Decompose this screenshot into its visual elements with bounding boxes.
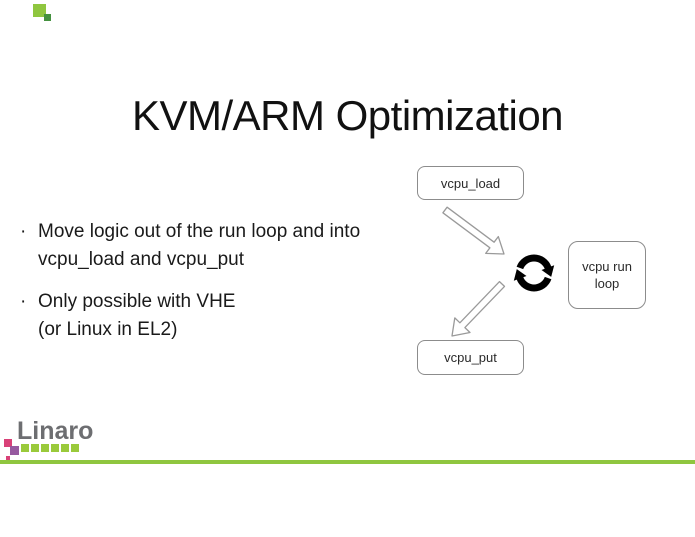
logo-green-square xyxy=(71,444,79,452)
corner-accent-square-small xyxy=(44,14,51,21)
diagram-node-vcpu-run-loop: vcpu run loop xyxy=(568,241,646,309)
logo-green-square xyxy=(41,444,49,452)
logo-green-square xyxy=(51,444,59,452)
footer-accent-rule xyxy=(0,460,695,464)
logo-green-square xyxy=(31,444,39,452)
logo-magenta-dot xyxy=(6,456,10,460)
bullet-1-line-1: Move logic out of the run loop and into xyxy=(38,221,361,242)
node-label: vcpu_load xyxy=(440,175,501,191)
bullet-text-1: Move logic out of the run loop and into … xyxy=(38,218,360,274)
corner-accent-square xyxy=(33,4,46,17)
bullet-item-1: · Move logic out of the run loop and int… xyxy=(20,218,400,274)
arrow-load-to-loop xyxy=(442,206,505,255)
bullet-1-line-2: vcpu_load and vcpu_put xyxy=(38,249,244,270)
bullet-dot: · xyxy=(20,291,27,312)
cycle-arrows-icon xyxy=(513,254,555,292)
slide-title: KVM/ARM Optimization xyxy=(131,92,564,139)
bullet-item-2: · Only possible with VHE (or Linux in EL… xyxy=(20,288,400,344)
bullet-2-line-1: Only possible with VHE xyxy=(38,291,236,312)
diagram-node-vcpu-load: vcpu_load xyxy=(417,166,524,200)
bullet-text-2: Only possible with VHE (or Linux in EL2) xyxy=(38,288,235,344)
logo-magenta-square xyxy=(4,439,12,447)
bullet-dot: · xyxy=(20,221,27,242)
bullet-2-line-2: (or Linux in EL2) xyxy=(38,319,178,340)
logo-purple-square xyxy=(10,446,19,455)
linaro-logo-text: Linaro xyxy=(17,417,94,445)
logo-green-square xyxy=(61,444,69,452)
arrow-loop-to-put xyxy=(451,280,506,337)
node-label: vcpu run loop xyxy=(582,259,632,291)
bullet-list: · Move logic out of the run loop and int… xyxy=(20,218,400,344)
diagram-node-vcpu-put: vcpu_put xyxy=(417,340,524,375)
node-label: vcpu_put xyxy=(444,350,497,365)
logo-green-square xyxy=(21,444,29,452)
